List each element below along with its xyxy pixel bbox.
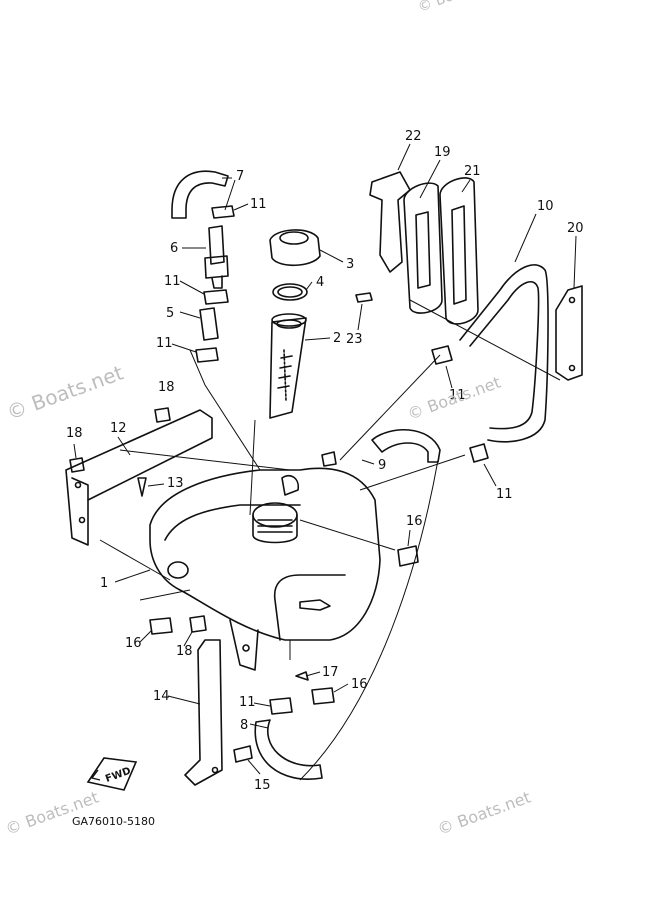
plate [65, 409, 213, 546]
o-ring [272, 283, 308, 301]
vent-cover [439, 177, 479, 325]
watermark: © Boats.net [4, 360, 127, 424]
fuel-tank [149, 467, 381, 641]
callout-18c: 18 [176, 644, 193, 659]
filler-hose [269, 317, 307, 419]
callout-5: 5 [166, 306, 174, 321]
callout-7: 7 [236, 169, 244, 184]
callout-11b: 11 [164, 274, 181, 289]
callout-4: 4 [316, 275, 324, 290]
callout-17: 17 [322, 665, 339, 680]
callout-18a: 18 [158, 380, 175, 395]
watermark: © Boats.net [416, 0, 502, 16]
vent-plate [403, 182, 443, 314]
callout-16c: 16 [351, 677, 368, 692]
callout-12: 12 [110, 421, 127, 436]
valve [208, 225, 225, 265]
callout-20: 20 [567, 221, 584, 236]
filler-cap [269, 229, 321, 267]
callout-8: 8 [240, 718, 248, 733]
callout-11d: 11 [449, 388, 466, 403]
callout-6: 6 [170, 241, 178, 256]
callout-22: 22 [405, 129, 422, 144]
callout-13: 13 [167, 476, 184, 491]
watermark: © Boats.net [405, 373, 503, 424]
callout-10: 10 [537, 199, 554, 214]
callout-16a: 16 [125, 636, 142, 651]
fwd-arrow-icon: FWD [86, 757, 138, 791]
callout-11e: 11 [496, 487, 513, 502]
diagram-code: GA76010-5180 [72, 815, 155, 828]
watermark: © Boats.net [435, 788, 533, 839]
stay [184, 639, 223, 786]
callout-19: 19 [434, 145, 451, 160]
callout-11a: 11 [250, 197, 267, 212]
callout-3: 3 [346, 257, 354, 272]
callout-23: 23 [346, 332, 363, 347]
watermark: © Boats.net [3, 788, 101, 839]
hose-10 [459, 264, 549, 443]
callout-14: 14 [153, 689, 170, 704]
callout-9: 9 [378, 458, 386, 473]
bracket [555, 285, 583, 381]
callout-18b: 18 [66, 426, 83, 441]
callout-11f: 11 [239, 695, 256, 710]
callout-15: 15 [254, 778, 271, 793]
callout-11c: 11 [156, 336, 173, 351]
vent-hose [171, 170, 229, 219]
callout-1: 1 [100, 576, 108, 591]
outlet-hose [254, 719, 323, 780]
callout-2: 2 [333, 331, 341, 346]
gasket [369, 171, 411, 273]
callout-16b: 16 [406, 514, 423, 529]
callout-21: 21 [464, 164, 481, 179]
